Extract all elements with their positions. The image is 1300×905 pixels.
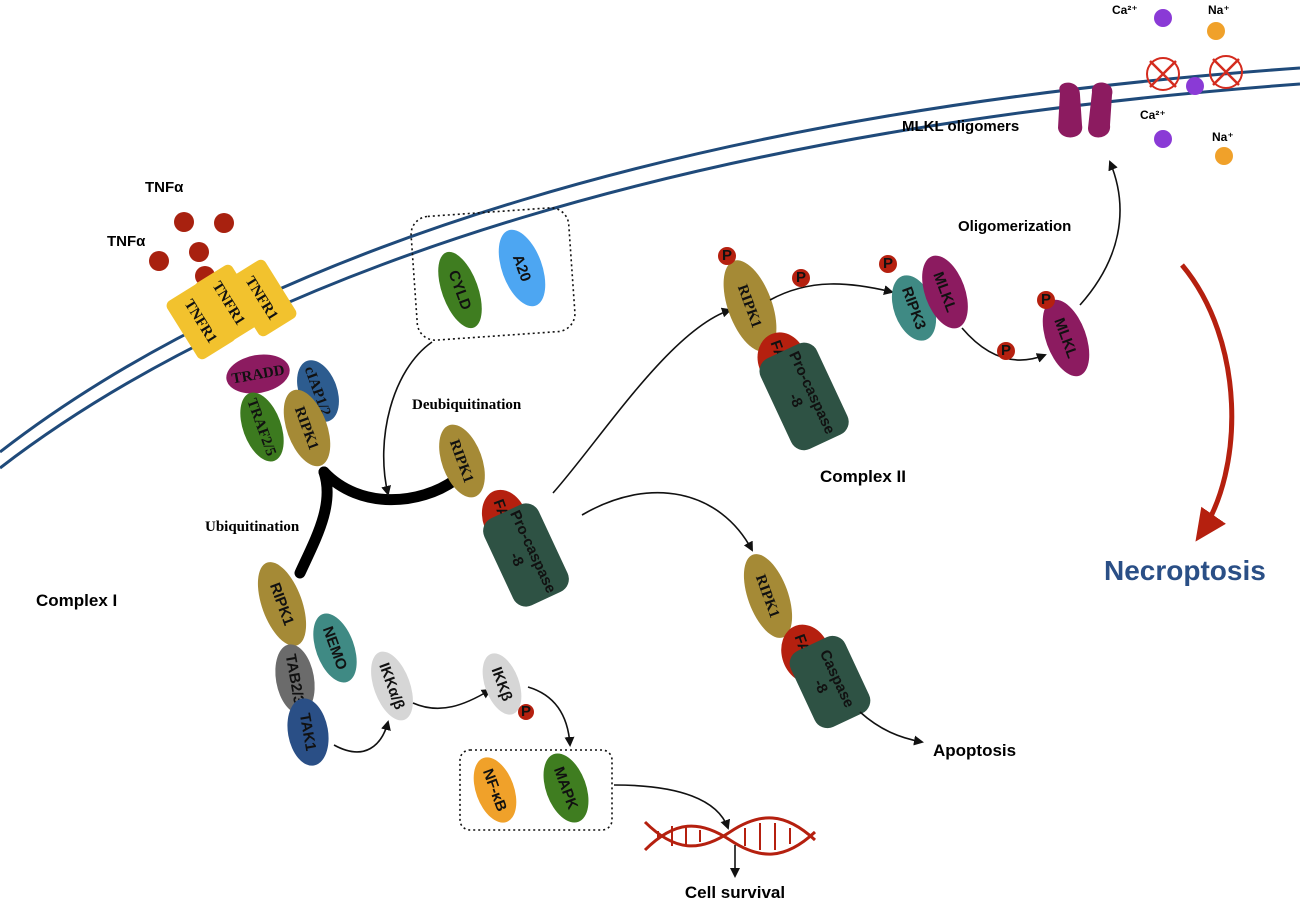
complex1-upper: TRADD cIAP1/2 TRAF2/5 RIPK1 <box>226 354 339 467</box>
ikk-beta <box>482 653 522 715</box>
tnfr1-receptor-right <box>227 259 297 337</box>
svg-text:TAK1: TAK1 <box>296 712 319 752</box>
ubiquitin-chain <box>294 466 333 579</box>
procaspase8-middle-line2: -8 <box>506 550 527 569</box>
tnfr1-receptor-middle <box>194 264 264 342</box>
svg-text:P: P <box>796 269 806 286</box>
blocked-ion-channel-icon <box>1146 57 1180 91</box>
sodium-ion-bottom <box>1215 147 1233 165</box>
tnf-alpha-label-top: TNFα <box>145 179 184 196</box>
mapk <box>543 753 589 823</box>
mlkl-oligomers-label: MLKL oligomers <box>902 118 1019 135</box>
mlkl-complex2 <box>922 255 968 329</box>
tnf-alpha-label-left: TNFα <box>107 233 146 250</box>
arrow-to-apoptosis-complex <box>581 491 753 552</box>
ikk-alpha-beta <box>371 651 413 721</box>
tradd <box>226 354 290 394</box>
ripk1-ikk-complex <box>257 562 307 646</box>
sodium-ion-top <box>1207 22 1225 40</box>
svg-text:P: P <box>521 703 531 720</box>
a20 <box>498 229 546 307</box>
ubiquitination-label: Ubiquitination <box>205 519 300 535</box>
caspase8 <box>789 635 871 729</box>
arrow-to-complex2 <box>552 307 732 494</box>
arrow-deubiquitination <box>381 341 433 496</box>
nemo <box>313 613 357 683</box>
mlkl-oligomer-pore <box>1058 82 1113 138</box>
arrow-phosphate-2: P <box>997 342 1015 360</box>
nf-kb <box>473 757 517 823</box>
calcium-label-bottom: Ca²⁺ <box>1140 108 1166 122</box>
ripk1-apoptosis <box>743 554 793 638</box>
arrow-ripk1-to-ripk3 <box>769 283 894 301</box>
ubiquitin-chain-branch <box>318 466 461 506</box>
tnf-ligand <box>149 251 169 271</box>
complex1-lower: RIPK1 NEMO TAB2/3 IKKα/β TAK1 <box>257 562 413 766</box>
arrow-ikkb-to-survival <box>527 686 575 747</box>
tnf-ligand <box>214 213 234 233</box>
cell-membrane <box>0 66 1300 470</box>
ripk3-phosphate: P <box>879 255 897 273</box>
procaspase8-middle <box>483 503 569 607</box>
svg-text:P: P <box>1001 342 1011 359</box>
complex1-label: Complex I <box>36 591 117 610</box>
deubiquitinase-box <box>410 207 576 341</box>
apoptosis-label: Apoptosis <box>933 741 1016 760</box>
cell-survival-label: Cell survival <box>685 883 785 902</box>
sodium-label-top: Na⁺ <box>1208 3 1230 17</box>
tab2-3 <box>275 644 315 714</box>
ripk1-complex1 <box>283 389 331 467</box>
ripk1-complex2 <box>723 260 777 352</box>
arrow-survival-to-dna <box>613 784 731 830</box>
calcium-label-top: Ca²⁺ <box>1112 3 1138 17</box>
necroptosis-arrow <box>1180 263 1235 542</box>
tnfr1-trimer: TNFR1 TNFR1 TNFR1 <box>166 259 297 360</box>
arrow-tak1-to-ikk <box>333 720 391 753</box>
tnfr1-receptor-left <box>166 282 236 360</box>
arrow-ikk-to-ikkb <box>412 688 492 710</box>
ripk1-phosphate: P <box>718 247 736 265</box>
arrow-oligomerization <box>1079 160 1121 306</box>
svg-text:P: P <box>883 255 893 272</box>
svg-text:P: P <box>1041 291 1051 308</box>
procaspase8-complex2 <box>759 342 849 451</box>
tnf-ligand <box>174 212 194 232</box>
necroptosis-label: Necroptosis <box>1104 555 1266 586</box>
ikkb-phosphate: P <box>518 703 534 720</box>
tnf-ligand <box>189 242 209 262</box>
tak1 <box>287 698 329 766</box>
calcium-ion-top <box>1154 9 1172 27</box>
sodium-label-bottom: Na⁺ <box>1212 130 1234 144</box>
traf2-5 <box>240 392 284 462</box>
oligomerization-label: Oligomerization <box>958 218 1071 235</box>
calcium-ion-bottom <box>1154 130 1172 148</box>
ripk1-middle <box>439 424 485 498</box>
mlkl-phosphorylated <box>1042 299 1090 377</box>
cyld <box>438 251 482 329</box>
deubiquitination-label: Deubiquitination <box>412 397 522 413</box>
dna-helix-icon <box>643 816 817 856</box>
complex2-label: Complex II <box>820 467 906 486</box>
blocked-ion-channel-icon <box>1209 55 1243 89</box>
survival-factor-box <box>459 749 613 831</box>
calcium-ion-in-membrane <box>1186 77 1204 95</box>
svg-text:P: P <box>722 247 732 264</box>
procaspase8-complex2-line2: -8 <box>785 391 806 410</box>
arrow-phosphate-1: P <box>792 269 810 287</box>
arrow-to-apoptosis <box>859 711 924 746</box>
caspase8-line2: -8 <box>810 677 831 696</box>
mlkl-phosphate: P <box>1037 291 1055 309</box>
